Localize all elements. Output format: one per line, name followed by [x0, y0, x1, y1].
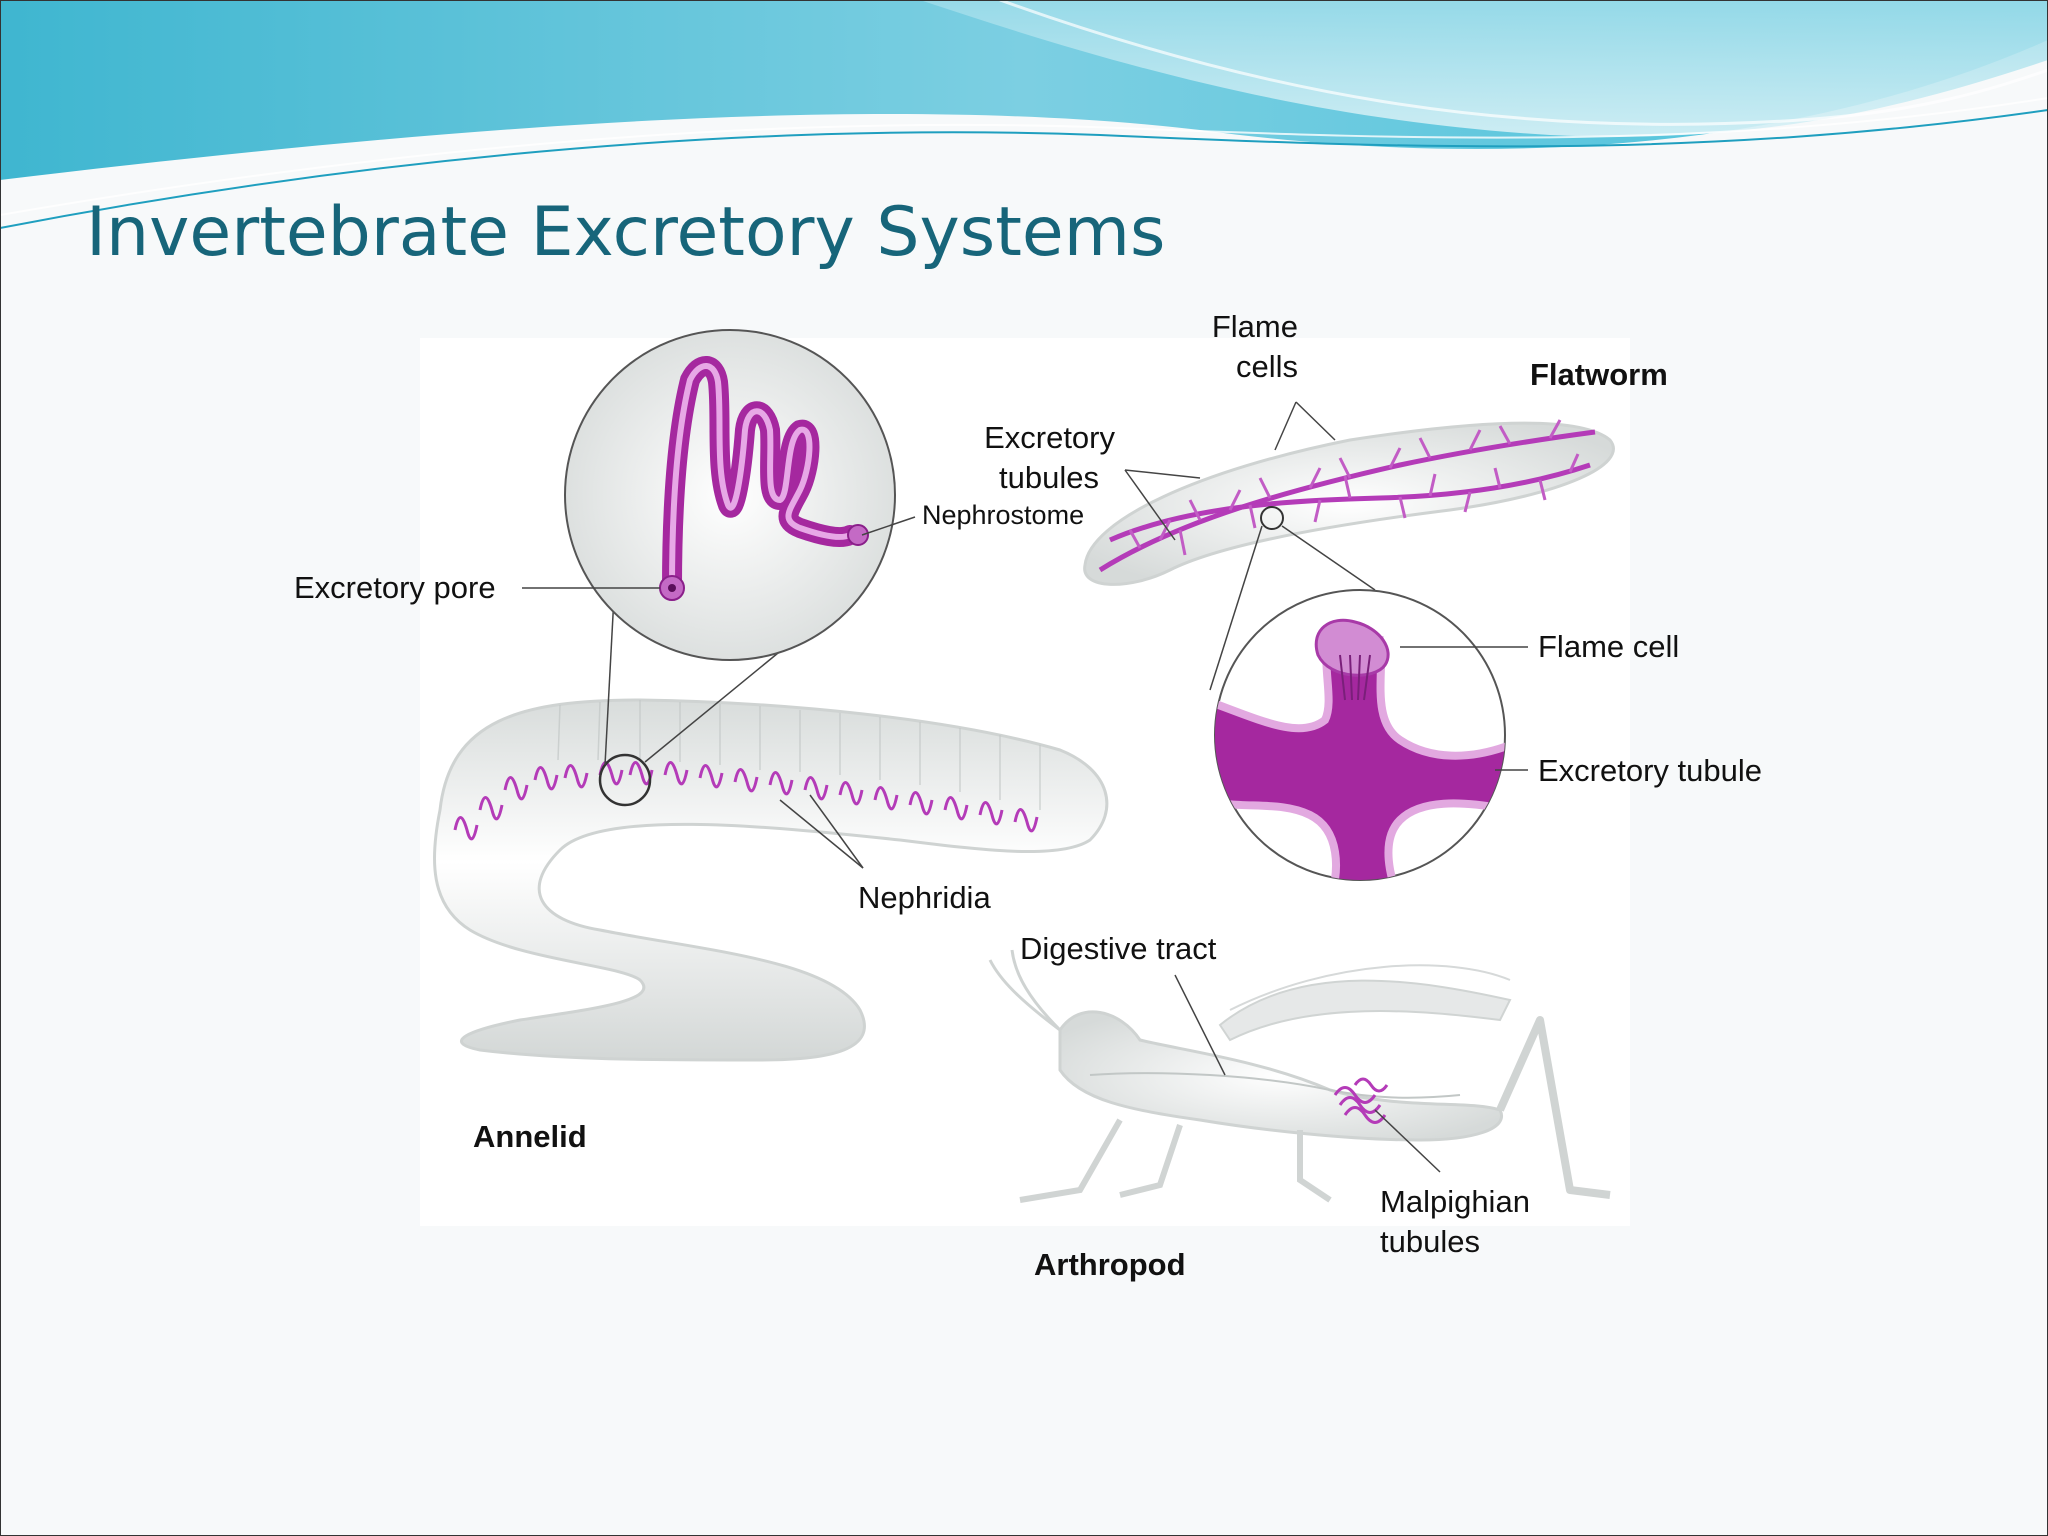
arthropod-diagram: [988, 949, 1611, 1203]
label-excretory-tubule: Excretory tubule: [1538, 753, 1762, 788]
label-nephridia: Nephridia: [858, 880, 991, 915]
label-malpighian-tubules: Malpighian: [1380, 1184, 1530, 1219]
label-annelid: Annelid: [473, 1119, 587, 1154]
leader-lines: [522, 401, 1528, 1173]
label-malpighian-tubules-2: tubules: [1380, 1224, 1480, 1259]
label-excretory-tubules-2: tubules: [999, 460, 1099, 495]
label-flatworm: Flatworm: [1530, 357, 1668, 392]
label-excretory-tubules: Excretory: [984, 420, 1115, 455]
nephridium-zoom-lens: [564, 329, 896, 766]
label-arthropod: Arthropod: [1034, 1247, 1186, 1282]
label-flame-cells: Flame: [1212, 309, 1298, 344]
label-flame-cells-2: cells: [1236, 349, 1298, 384]
header-wave-decoration: [0, 0, 2048, 229]
diagram-labels: Flame cells Flatworm Excretory tubules N…: [294, 309, 1762, 1282]
slide-title: Invertebrate Excretory Systems: [86, 193, 1166, 272]
flame-cell-zoom-lens: [1209, 525, 1506, 881]
annelid-diagram: [432, 698, 1109, 1062]
label-nephrostome: Nephrostome: [922, 500, 1084, 530]
label-digestive-tract: Digestive tract: [1020, 931, 1217, 966]
flatworm-diagram: [1083, 419, 1615, 586]
label-excretory-pore: Excretory pore: [294, 570, 496, 605]
label-flame-cell: Flame cell: [1538, 629, 1679, 664]
